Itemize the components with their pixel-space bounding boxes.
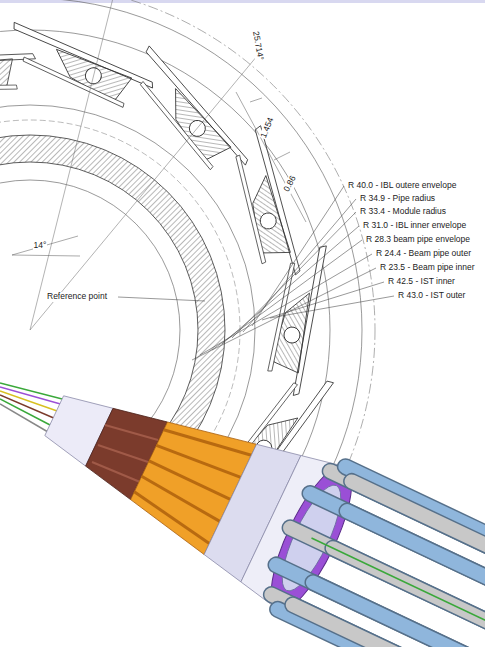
stave-stripe	[156, 445, 240, 477]
stave-stripe	[134, 492, 209, 544]
angle-line	[12, 236, 78, 255]
leader-line	[243, 199, 356, 332]
dimension-label: 1.454	[259, 115, 277, 140]
wire	[0, 404, 48, 432]
stave-stripe	[98, 445, 148, 462]
envelope-arc	[0, 0, 362, 647]
leader-line	[118, 297, 205, 301]
top-bar	[0, 0, 485, 3]
wire	[0, 383, 66, 400]
part-label: R 34.9 - Pipe radius	[359, 194, 436, 204]
stave	[0, 9, 164, 123]
part-label: R 40.0 - IBL outere envelope	[347, 181, 457, 191]
dimension-line	[250, 98, 262, 102]
wire	[312, 538, 485, 645]
leader-line	[222, 226, 359, 344]
dimension-label: 25.714°	[250, 30, 265, 63]
tube-outline	[333, 548, 485, 647]
leader-line	[270, 296, 394, 318]
stave-stripe	[105, 425, 158, 440]
dimension-line	[236, 92, 306, 222]
tube	[333, 548, 485, 647]
part-label: R 31.0 - IBL inner envelope	[362, 221, 467, 231]
dimension-line	[30, 0, 120, 330]
part-label: R 33.4 - Module radius	[359, 207, 447, 217]
dimension-line	[274, 152, 290, 160]
wire	[0, 399, 52, 426]
stave-stripe	[149, 461, 230, 500]
dimension-label: 14°	[33, 241, 48, 251]
part-label: R 23.5 - Beam pipe inner	[379, 263, 476, 273]
part-label: R 28.3 beam pipe envelope	[365, 235, 471, 245]
angle-line	[12, 255, 80, 256]
detector-render	[0, 383, 485, 647]
service-tubes	[271, 467, 485, 647]
stave-stripe	[92, 462, 140, 482]
dimension-line	[30, 50, 262, 330]
dimension-label: 0.86	[281, 174, 298, 195]
wire	[0, 395, 56, 419]
part-label: R 42.5 - IST inner	[387, 277, 456, 287]
part-label: R 24.4 - Beam pipe outer	[375, 249, 472, 259]
leader-line	[212, 240, 362, 350]
part-label: R 43.0 - IST outer	[397, 291, 466, 301]
stave	[197, 114, 334, 291]
leader-line	[192, 268, 376, 360]
part-label: Reference point	[46, 292, 108, 302]
stave-stripe	[142, 476, 220, 521]
